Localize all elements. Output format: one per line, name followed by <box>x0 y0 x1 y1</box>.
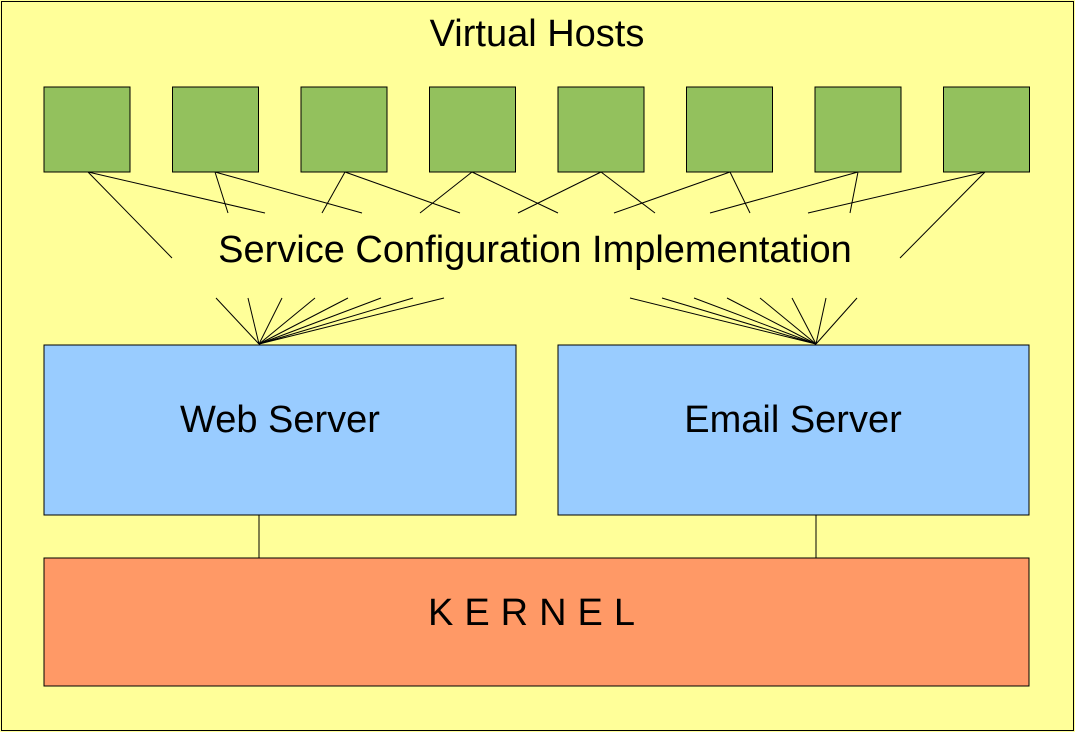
connector-lines <box>87 171 986 345</box>
email-server-connector-line <box>726 297 817 345</box>
web-server-connector-line <box>258 297 283 345</box>
web-server-connector-line <box>258 297 316 345</box>
web-server-connector-line <box>258 297 414 345</box>
host-connector-line <box>87 171 266 214</box>
email-server-connector-line <box>815 297 827 345</box>
host-connector-line <box>849 171 859 214</box>
web-server-box <box>43 344 517 516</box>
email-server-label: Email Server <box>684 399 902 441</box>
host-connector-line <box>344 171 461 214</box>
host-connector-line <box>321 171 346 214</box>
host-connector-line <box>214 171 229 214</box>
host-connector-line <box>709 171 859 214</box>
web-server-connector-line <box>258 297 445 345</box>
email-server-connector-line <box>791 297 817 345</box>
web-server-connector-line <box>258 297 382 345</box>
service-configuration-label: Service Configuration Implementation <box>218 229 852 271</box>
host-connector-line <box>600 171 656 214</box>
web-server-connector-line <box>215 297 260 345</box>
web-server-connector-line <box>258 297 349 345</box>
email-server-connector-line <box>629 297 817 345</box>
email-server-connector-line <box>815 297 858 345</box>
virtual-hosts-title: Virtual Hosts <box>430 13 645 55</box>
host-connector-line <box>419 171 473 214</box>
kernel-label: KERNEL <box>428 592 646 634</box>
host-connector-line <box>471 171 559 214</box>
virtual-host-4 <box>429 86 516 173</box>
virtual-host-row <box>43 86 1030 173</box>
host-connector-line <box>87 171 173 259</box>
virtual-host-3 <box>300 86 388 173</box>
virtual-host-8 <box>943 86 1030 173</box>
email-server-connector-line <box>759 297 817 345</box>
virtual-host-1 <box>43 86 131 173</box>
virtual-host-2 <box>172 86 259 173</box>
email-server-connector-line <box>661 297 817 345</box>
host-connector-line <box>807 171 986 214</box>
host-connector-line <box>899 171 986 259</box>
host-connector-line <box>214 171 363 214</box>
web-server-label: Web Server <box>180 399 380 441</box>
web-server-connector-line <box>247 297 260 345</box>
virtual-host-7 <box>814 86 902 173</box>
host-connector-line <box>729 171 751 214</box>
virtual-host-6 <box>686 86 773 173</box>
email-server-connector-line <box>693 297 817 345</box>
host-connector-line <box>517 171 602 214</box>
email-server-box <box>557 344 1030 516</box>
host-connector-line <box>613 171 731 214</box>
virtual-host-5 <box>557 86 645 173</box>
kernel-box <box>43 557 1030 687</box>
